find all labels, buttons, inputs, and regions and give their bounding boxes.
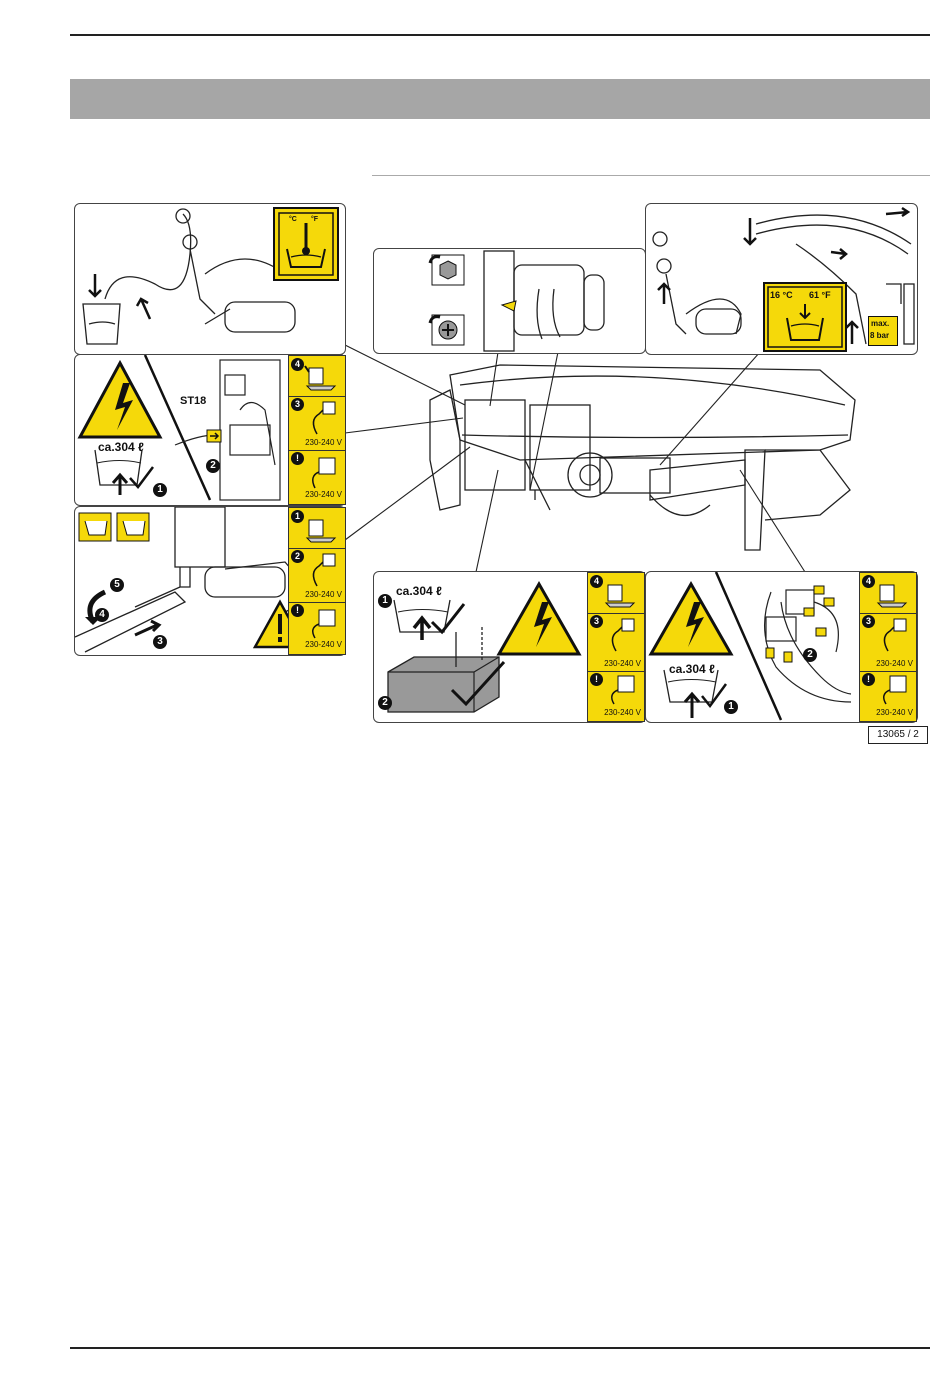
step-1-badge-g: 1	[724, 700, 738, 714]
panel-water-connection: 16 °C 61 °F max. 8 bar	[645, 203, 918, 355]
step-2-badge-g: 2	[803, 648, 817, 662]
step-3-plug-in-f: 3 230-240 V	[588, 613, 644, 672]
step-4-switch-on: 4	[289, 356, 345, 397]
step-2-badge-f: 2	[378, 696, 392, 710]
volume-label-f: ca.304 ℓ	[396, 584, 442, 598]
temp-unit-f: °F	[311, 216, 318, 223]
warning-mains-voltage-c: ! 230-240 V	[289, 602, 345, 654]
temp-unit-c: °C	[289, 216, 297, 223]
step-2-badge: 2	[206, 459, 220, 473]
figure-reference-text: 13065 / 2	[877, 729, 919, 740]
warning-mains-voltage: ! 230-240 V	[289, 450, 345, 504]
volume-label-g: ca.304 ℓ	[669, 662, 715, 676]
step-5-badge: 5	[110, 578, 124, 592]
power-steps-column-c: 1 2 230-240 V ! 230-240 V	[288, 507, 346, 655]
water-temperature-sign: 16 °C 61 °F	[763, 282, 847, 352]
max-pressure-sign: max. 8 bar	[868, 316, 898, 346]
step-3-plug-in-g: 3 230-240 V	[860, 613, 916, 672]
step-3-badge: 3	[153, 635, 167, 649]
panel-screws	[373, 248, 646, 354]
step-1-badge: 1	[153, 483, 167, 497]
temp-min-f: 61 °F	[809, 290, 831, 300]
power-steps-column-f: 4 3 230-240 V ! 230-240 V	[587, 572, 645, 722]
step-3-plug-in: 3 230-240 V	[289, 396, 345, 451]
temperature-sign: °C °F	[273, 207, 339, 281]
volume-label: ca.304 ℓ	[98, 440, 144, 454]
step-1-switch-off: 1	[289, 508, 345, 549]
power-steps-column-g: 4 3 230-240 V ! 230-240 V	[859, 572, 917, 722]
step-4-switch-on-g: 4	[860, 573, 916, 614]
step-2-unplug: 2 230-240 V	[289, 548, 345, 603]
st18-label: ST18	[180, 395, 206, 407]
temp-min-c: 16 °C	[770, 290, 793, 300]
power-steps-column-b: 4 3 230-240 V ! 230-240 V	[288, 355, 346, 505]
step-4-badge: 4	[95, 608, 109, 622]
warning-mains-voltage-f: ! 230-240 V	[588, 671, 644, 721]
step-1-badge-f: 1	[378, 594, 392, 608]
figure-reference: 13065 / 2	[868, 726, 928, 744]
bottom-rule	[70, 1347, 930, 1349]
pressure-value: 8 bar	[870, 331, 889, 340]
step-4-switch-on-f: 4	[588, 573, 644, 614]
panel-water-supply: °C °F	[74, 203, 346, 355]
warning-mains-voltage-g: ! 230-240 V	[860, 671, 916, 721]
pressure-max-label: max.	[871, 319, 889, 328]
